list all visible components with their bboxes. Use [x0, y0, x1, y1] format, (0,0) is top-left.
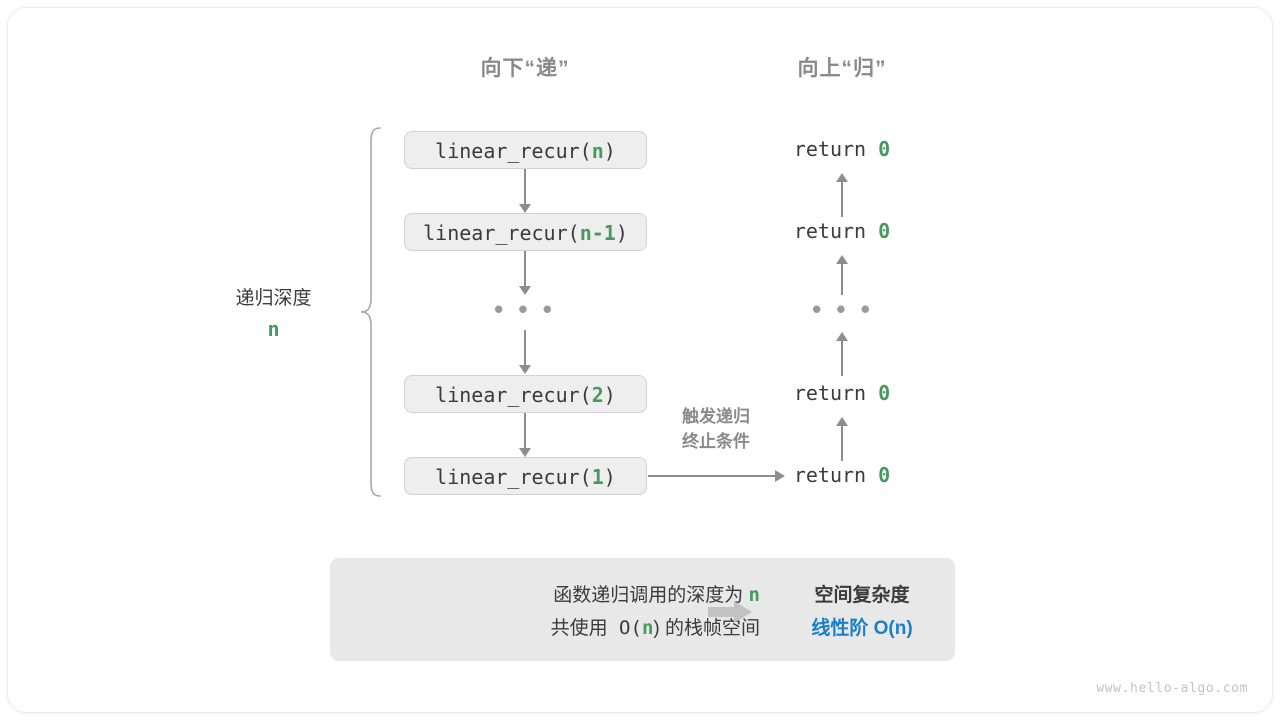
call-frame-arg: n-1 — [579, 221, 616, 245]
column-header-down: 向下“递” — [480, 57, 570, 80]
down-arrow-4 — [516, 413, 534, 457]
base-case-arrow — [648, 469, 785, 483]
ellipsis-left: • • • — [494, 294, 556, 324]
return-keyword: return — [793, 219, 867, 243]
call-frame-box-3[interactable]: linear_recur(2) — [404, 375, 647, 413]
summary-depth-text: 函数递归调用的深度为 — [553, 585, 749, 606]
return-label-2: return 0 — [742, 219, 942, 243]
complexity-title: 空间复杂度 — [814, 585, 910, 606]
return-keyword: return — [793, 463, 867, 487]
return-label-4: return 0 — [742, 463, 942, 487]
summary-right-text: 空间复杂度 线性阶 O(n) — [782, 579, 942, 645]
column-header-up: 向上“归” — [797, 57, 887, 80]
return-label-3: return 0 — [742, 381, 942, 405]
watermark: www.hello-algo.com — [1096, 681, 1248, 696]
call-frame-arg: n — [591, 139, 604, 163]
return-value: 0 — [878, 381, 891, 405]
call-frame-box-4[interactable]: linear_recur(1) — [404, 457, 647, 495]
call-frame-arg: 2 — [591, 383, 604, 407]
trigger-note-line2: 终止条件 — [682, 432, 750, 451]
call-frame-suffix: ) — [615, 221, 628, 245]
up-arrow-4 — [833, 417, 851, 461]
recursion-depth-value: n — [267, 317, 280, 341]
down-arrow-1 — [516, 169, 534, 213]
return-label-1: return 0 — [742, 137, 942, 161]
summary-depth-var: n — [748, 584, 760, 606]
recursion-depth-text: 递归深度 — [235, 288, 312, 309]
summary-space-post: ) 的栈帧空间 — [653, 618, 760, 639]
down-arrow-2 — [516, 251, 534, 295]
call-frame-box-2[interactable]: linear_recur(n-1) — [404, 213, 647, 251]
summary-left-line1: 函数递归调用的深度为 n — [370, 579, 760, 612]
call-frame-prefix: linear_recur( — [435, 139, 592, 163]
call-frame-box-1[interactable]: linear_recur(n) — [404, 131, 647, 169]
summary-panel: 函数递归调用的深度为 n 共使用 O(n) 的栈帧空间 空间复杂度 线性阶 O(… — [330, 558, 955, 661]
recursion-depth-brace — [360, 127, 381, 497]
call-frame-suffix: ) — [603, 465, 616, 489]
call-frame-suffix: ) — [603, 139, 616, 163]
summary-space-pre: 共使用 O( — [550, 617, 642, 639]
call-frame-suffix: ) — [603, 383, 616, 407]
call-frame-prefix: linear_recur( — [435, 465, 592, 489]
down-arrow-3 — [516, 330, 534, 374]
return-value: 0 — [878, 463, 891, 487]
return-value: 0 — [878, 219, 891, 243]
return-value: 0 — [878, 137, 891, 161]
call-frame-arg: 1 — [591, 465, 604, 489]
up-arrow-2 — [833, 255, 851, 295]
call-frame-prefix: linear_recur( — [435, 383, 592, 407]
implies-arrow-icon — [708, 601, 752, 623]
return-keyword: return — [793, 137, 867, 161]
up-arrow-1 — [833, 173, 851, 217]
summary-left-line2: 共使用 O(n) 的栈帧空间 — [370, 612, 760, 645]
summary-space-var: n — [641, 617, 654, 639]
summary-left-text: 函数递归调用的深度为 n 共使用 O(n) 的栈帧空间 — [370, 579, 760, 645]
call-frame-prefix: linear_recur( — [423, 221, 580, 245]
return-keyword: return — [793, 381, 867, 405]
trigger-note-line1: 触发递归 — [682, 407, 750, 426]
recursion-depth-label: 递归深度 n — [186, 283, 361, 341]
up-arrow-3 — [833, 332, 851, 376]
complexity-value: 线性阶 O(n) — [811, 618, 913, 639]
trigger-note: 触发递归 终止条件 — [647, 404, 785, 454]
ellipsis-right: • • • — [812, 294, 874, 324]
